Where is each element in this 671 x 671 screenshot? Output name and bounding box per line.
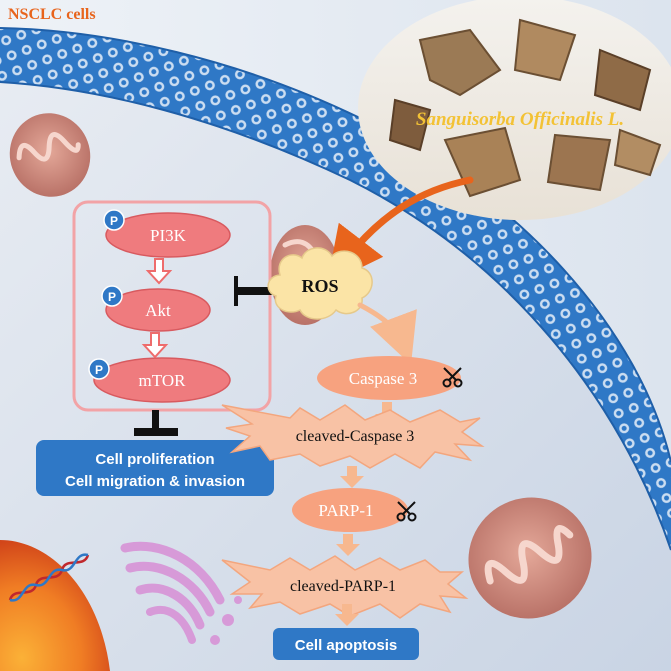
parp1-label: PARP-1 xyxy=(318,501,373,520)
proliferation-label: Cell proliferation xyxy=(95,451,214,468)
mtor-node: mTOR xyxy=(93,357,231,403)
pathway-arrow xyxy=(340,466,364,488)
cell-type-label: NSCLC cells xyxy=(8,6,96,23)
mitochondrion-icon xyxy=(468,497,592,619)
pi3k-pathway-box xyxy=(72,200,272,412)
phospho-badge: P xyxy=(101,285,123,307)
pi3k-node: PI3K xyxy=(105,212,231,258)
dna-icon xyxy=(8,553,90,602)
caspase3-node: Caspase 3 xyxy=(317,356,461,400)
akt-label: Akt xyxy=(145,301,171,320)
cleaved-parp1-label: cleaved-PARP-1 xyxy=(290,578,396,595)
inhibition-arrow xyxy=(134,410,178,436)
phospho-badge: P xyxy=(103,209,125,231)
apoptosis-outcome-box: Cell apoptosis xyxy=(273,628,419,660)
ros-to-caspase-arrow xyxy=(357,302,417,365)
proliferation-outcome-box: Cell proliferation Cell migration & inva… xyxy=(36,440,274,496)
herb-label: Sanguisorba Officinalis L. xyxy=(416,109,624,130)
herb-photo: Sanguisorba Officinalis L. xyxy=(358,0,671,220)
svg-text:P: P xyxy=(110,214,118,228)
migration-label: Cell migration & invasion xyxy=(65,473,245,490)
svg-text:P: P xyxy=(95,363,103,377)
cleaved-parp1-node: cleaved-PARP-1 xyxy=(221,555,469,619)
pathway-arrow xyxy=(335,604,359,626)
pathway-arrow xyxy=(336,534,360,556)
svg-text:P: P xyxy=(108,290,116,304)
mtor-label: mTOR xyxy=(139,371,187,390)
pi3k-label: PI3K xyxy=(150,226,187,245)
cleaved-caspase3-node: cleaved-Caspase 3 xyxy=(221,404,485,469)
cleaved-caspase3-label: cleaved-Caspase 3 xyxy=(296,428,415,445)
apoptosis-label: Cell apoptosis xyxy=(295,637,398,654)
ros-cloud: ROS xyxy=(267,247,373,320)
caspase3-label: Caspase 3 xyxy=(349,369,417,388)
akt-node: Akt xyxy=(105,288,211,332)
scissors-icon xyxy=(396,501,417,522)
pathway-arrow xyxy=(141,258,173,359)
mitochondrion-icon xyxy=(9,113,91,197)
phospho-badge: P xyxy=(88,358,110,380)
ros-inhibition-arrow xyxy=(234,276,274,306)
golgi-icon xyxy=(120,541,242,645)
nucleus xyxy=(0,540,110,671)
ros-label: ROS xyxy=(301,276,338,296)
parp1-node: PARP-1 xyxy=(292,488,408,532)
scissors-icon xyxy=(442,367,463,388)
herb-to-ros-arrow xyxy=(326,176,474,285)
